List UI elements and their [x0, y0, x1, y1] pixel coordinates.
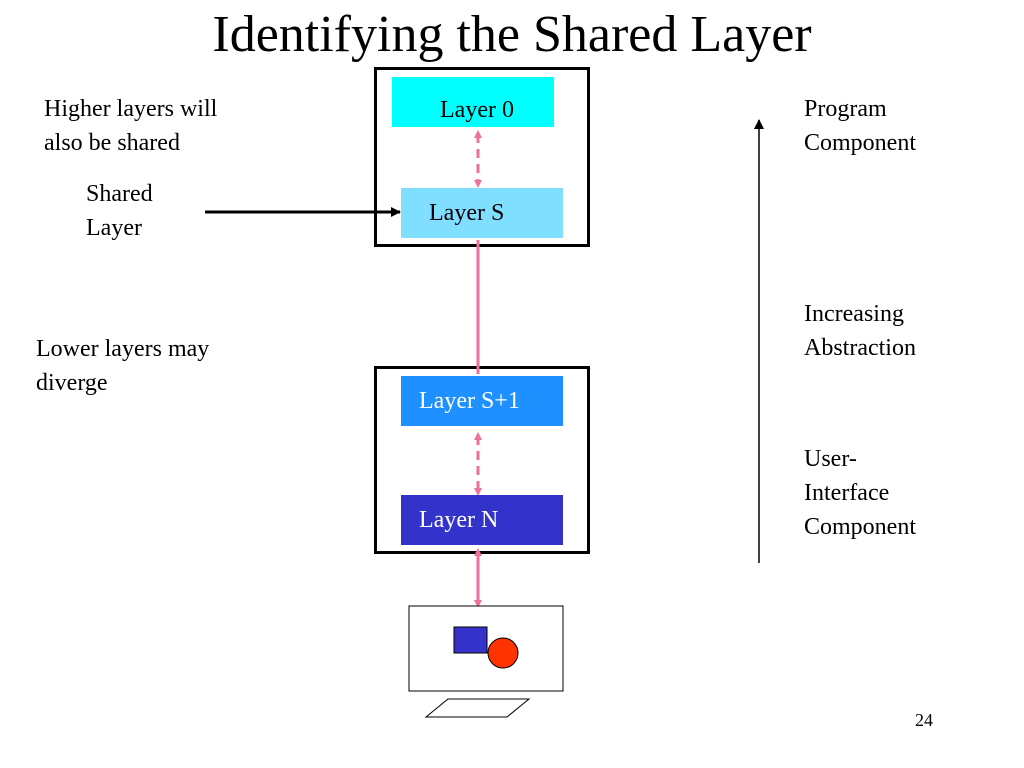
layer-s1-label: Layer S+1 [419, 388, 520, 414]
layer-0-label: Layer 0 [440, 97, 514, 123]
screen-icon [408, 605, 564, 718]
higher-layers-note-line2: also be shared [44, 130, 180, 156]
screen-circle-icon [487, 637, 519, 669]
layer-n-label: Layer N [419, 507, 499, 533]
slide-title: Identifying the Shared Layer [212, 6, 812, 63]
layer-s-label: Layer S [429, 200, 505, 226]
higher-layers-note-line1: Higher layers will [44, 96, 218, 122]
user-interface-line2: Interface [804, 480, 890, 506]
user-interface-component-note: User- Interface Component [804, 442, 916, 544]
higher-layers-note: Higher layers will also be shared [44, 92, 217, 160]
user-interface-line3: Component [804, 514, 916, 540]
layer-n-box: Layer N [401, 495, 563, 545]
layer-0-box: Layer 0 [392, 77, 554, 127]
lower-layers-note-line1: Lower layers may [36, 336, 210, 362]
page-number: 24 [915, 710, 933, 730]
program-component-line1: Program [804, 96, 887, 122]
increasing-abstraction-note: Increasing Abstraction [804, 297, 916, 365]
upper-layer-group-frame [374, 67, 590, 247]
program-component-note: Program Component [804, 92, 916, 160]
lower-layers-note-line2: diverge [36, 370, 108, 396]
increasing-abstraction-line1: Increasing [804, 301, 904, 327]
lower-layer-group-frame [374, 366, 590, 554]
shared-layer-note-line1: Shared [86, 181, 153, 207]
lower-layers-note: Lower layers may diverge [36, 332, 209, 400]
layer-s-box: Layer S [401, 188, 563, 238]
shared-layer-note-line2: Layer [86, 215, 142, 241]
user-interface-line1: User- [804, 446, 857, 472]
shared-layer-note: Shared Layer [86, 177, 153, 245]
increasing-abstraction-line2: Abstraction [804, 335, 916, 361]
program-component-line2: Component [804, 130, 916, 156]
layer-s1-box: Layer S+1 [401, 376, 563, 426]
screen-square-icon [453, 626, 488, 654]
keyboard-icon [424, 698, 531, 718]
